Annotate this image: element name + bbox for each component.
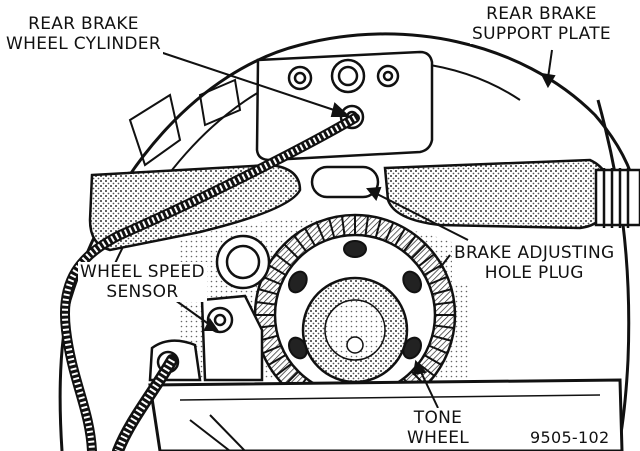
- label-adjusting-plug: BRAKE ADJUSTING HOLE PLUG: [452, 243, 617, 283]
- tone-wheel-tooth: [262, 344, 282, 355]
- tone-wheel-tooth: [423, 264, 443, 276]
- tone-wheel-window: [287, 270, 308, 294]
- sensor-cable: [112, 354, 178, 451]
- figure-number: 9505-102: [530, 428, 610, 447]
- tone-wheel-tooth: [432, 288, 452, 296]
- tone-wheel-tooth: [262, 275, 282, 286]
- label-wheel-cylinder: REAR BRAKE WHEEL CYLINDER: [4, 14, 163, 54]
- wheel-cylinder-mount: [255, 50, 434, 162]
- tone-wheel-tooth: [275, 362, 293, 377]
- tone-wheel-tooth: [428, 344, 448, 355]
- axle-housing: [148, 378, 624, 451]
- tone-wheel-tooth: [417, 253, 435, 268]
- tone-wheel-tooth: [394, 227, 406, 247]
- tone-wheel-window: [343, 240, 367, 258]
- tone-wheel-tooth: [258, 288, 278, 296]
- tone-wheel-tooth: [304, 227, 316, 247]
- tone-wheel-tooth: [315, 222, 326, 242]
- tone-wheel-tooth: [428, 275, 448, 286]
- tone-wheel-window: [402, 270, 423, 294]
- tone-wheel-tooth: [267, 354, 287, 366]
- tone-wheel-tooth: [417, 362, 435, 377]
- tone-wheel-tooth: [402, 235, 417, 253]
- tone-wheel-tooth: [255, 300, 276, 306]
- tone-wheel-tooth: [374, 218, 382, 238]
- tone-wheel-tooth: [432, 334, 452, 342]
- tone-wheel-tooth: [283, 243, 300, 260]
- tone-wheel: [253, 213, 457, 417]
- tone-wheel-tooth: [410, 243, 427, 260]
- adjusting-hole-plug: [310, 165, 380, 199]
- label-support-plate: REAR BRAKE SUPPORT PLATE: [470, 4, 613, 44]
- upper-brake-shoe-right: [383, 158, 614, 230]
- label-wheel-speed-sensor: WHEEL SPEED SENSOR: [78, 262, 207, 302]
- tone-wheel-tooth: [328, 218, 336, 238]
- tone-wheel-tooth: [434, 324, 455, 330]
- tone-wheel-tooth: [423, 354, 443, 366]
- tone-wheel-tooth: [275, 253, 293, 268]
- tone-wheel-tooth: [340, 215, 346, 236]
- label-tone-wheel: TONE WHEEL: [405, 408, 472, 448]
- parking-brake-cable: [594, 168, 640, 228]
- tone-wheel-tooth: [364, 215, 370, 236]
- tone-wheel-tooth: [434, 300, 455, 306]
- tone-wheel-tooth: [267, 264, 287, 276]
- tone-wheel-tooth: [384, 222, 395, 242]
- leader-lines: [159, 49, 556, 409]
- brake-line: [60, 113, 360, 451]
- tone-wheel-tooth: [293, 235, 308, 253]
